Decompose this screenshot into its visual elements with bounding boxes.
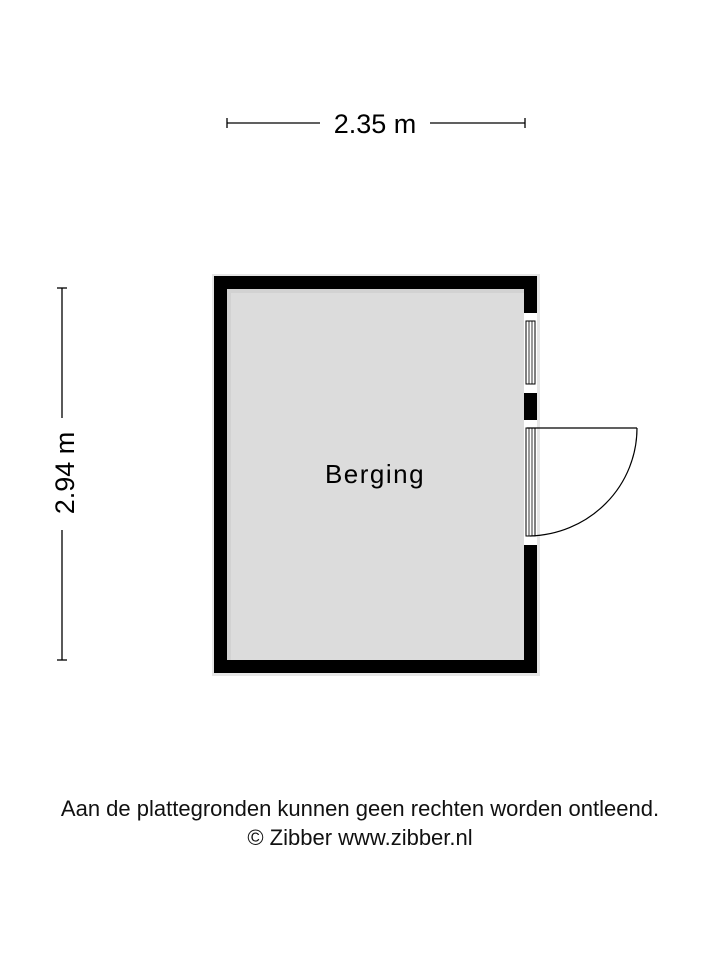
height-dimension-line — [57, 287, 67, 661]
window — [524, 313, 537, 393]
door — [524, 420, 638, 545]
room-floor — [227, 289, 524, 660]
height-dimension-label: 2.94 m — [48, 418, 82, 528]
room-label-berging: Berging — [324, 459, 426, 489]
copyright-text: © Zibber www.zibber.nl — [247, 825, 473, 850]
door-swing-arc — [529, 427, 638, 537]
width-dimension-label: 2.35 m — [320, 107, 430, 141]
width-dimension-line — [226, 118, 526, 128]
disclaimer-text: Aan de plattegronden kunnen geen rechten… — [60, 796, 660, 821]
